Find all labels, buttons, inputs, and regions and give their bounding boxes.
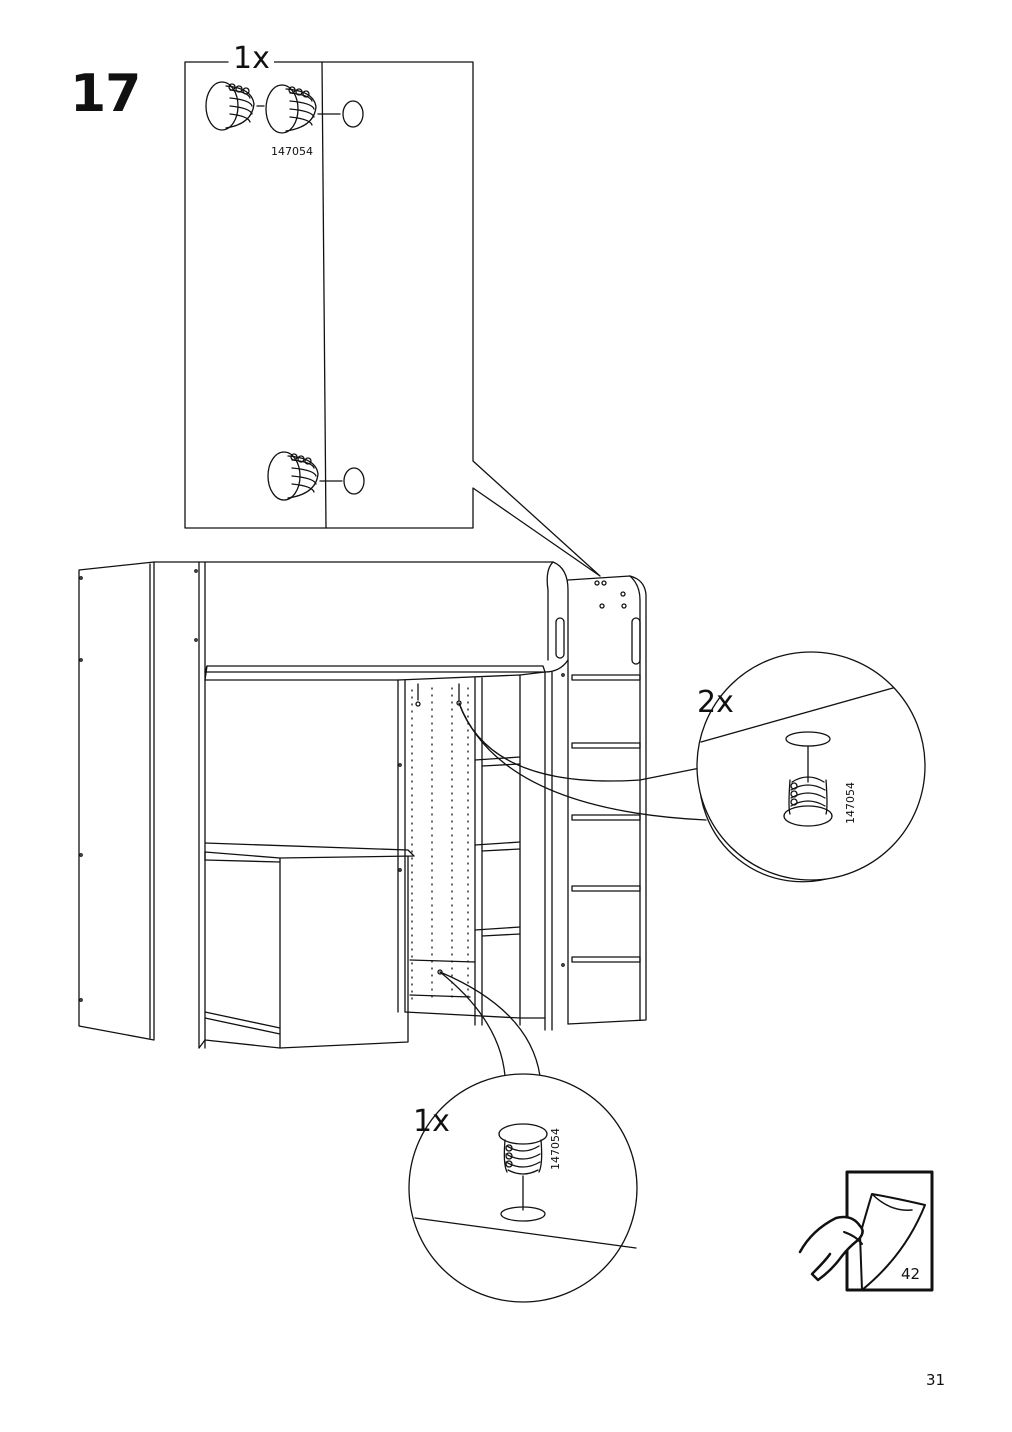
part-code-right: 147054 (844, 782, 857, 824)
hole-icon (343, 467, 365, 495)
page-turn-icon (798, 1170, 934, 1292)
top-detail-panel (184, 61, 601, 577)
cap-plug-icon (783, 776, 833, 827)
cap-plug-icon (205, 81, 255, 131)
quantity-bottom-detail: 1x (413, 1104, 450, 1139)
right-detail (458, 651, 926, 883)
loft-bed-assembly (78, 561, 647, 1049)
hole-icon (342, 100, 364, 128)
cap-plug-icon (498, 1123, 548, 1175)
see-page-number: 42 (901, 1265, 921, 1283)
quantity-top-detail: 1x (229, 44, 274, 74)
step-number: 17 (70, 64, 141, 124)
quantity-right-detail: 2x (697, 685, 734, 720)
ladder-rungs (571, 674, 641, 963)
bottom-detail (408, 971, 638, 1303)
page-number: 31 (926, 1371, 946, 1389)
part-code-top: 147054 (271, 145, 313, 158)
part-code-bottom: 147054 (549, 1128, 562, 1170)
cap-plug-icon (265, 84, 317, 134)
cap-plug-icon (267, 451, 319, 501)
